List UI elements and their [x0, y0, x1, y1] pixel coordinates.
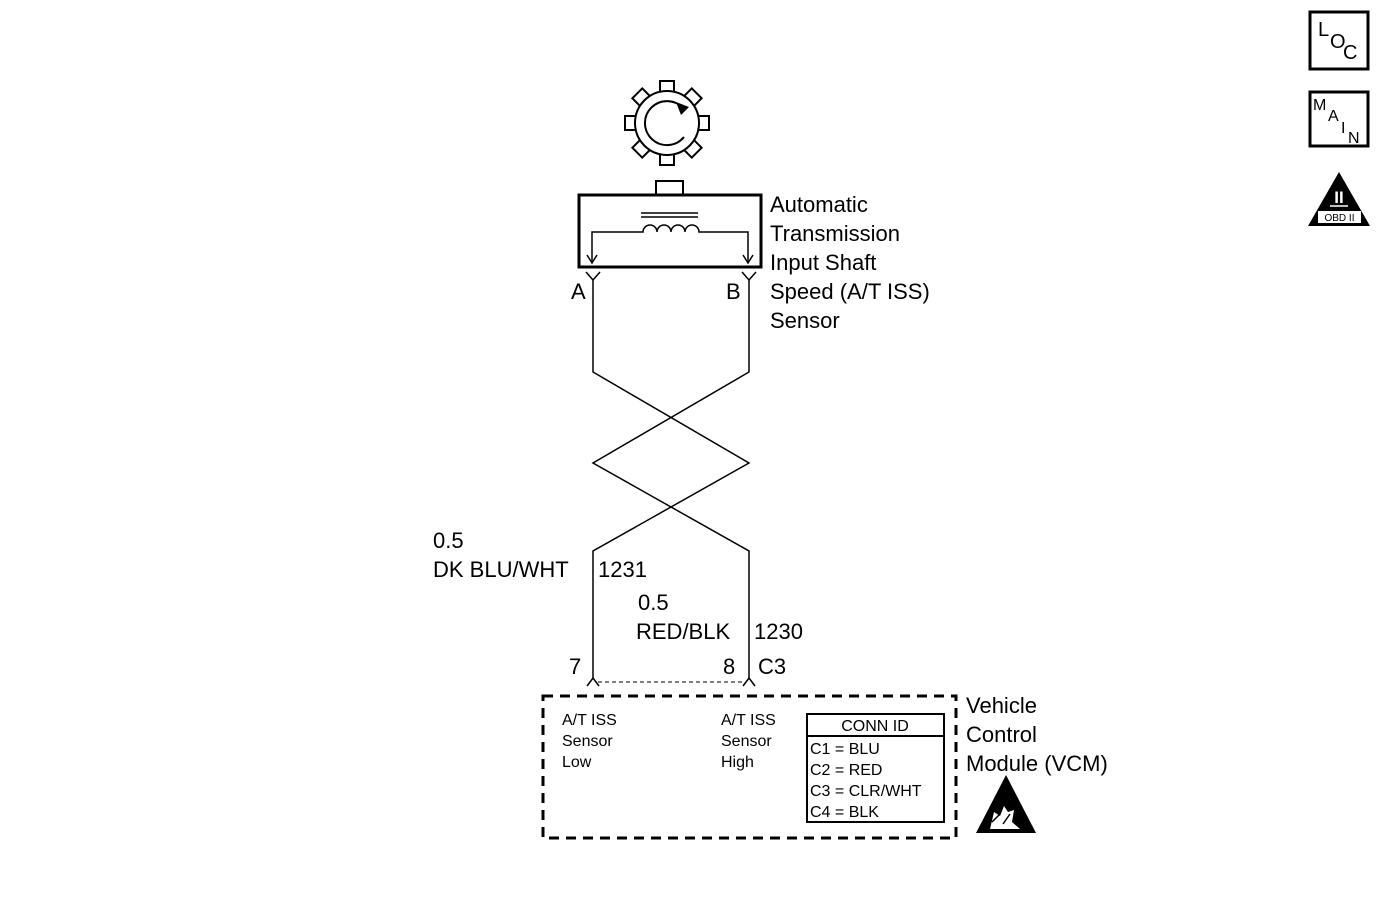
conn-id-row: C3 = CLR/WHT [810, 783, 922, 800]
svg-text:Low: Low [562, 754, 592, 771]
wire-label-1230: 0.5 RED/BLK 1230 [636, 590, 803, 644]
sensor-pin-b: B [726, 279, 741, 304]
reluctor-wheel-icon [624, 80, 710, 166]
svg-text:Speed (A/T ISS): Speed (A/T ISS) [770, 279, 930, 304]
svg-text:Input Shaft: Input Shaft [770, 250, 876, 275]
svg-text:DK BLU/WHT: DK BLU/WHT [433, 557, 569, 582]
main-letter-m: M [1313, 97, 1326, 114]
svg-text:High: High [721, 754, 754, 771]
connector-pin-7: 7 [569, 654, 581, 679]
svg-text:A/T ISS: A/T ISS [721, 712, 776, 729]
esd-sensitive-icon [976, 775, 1036, 833]
wire-1231 [592, 280, 751, 678]
main-nav-button[interactable]: M A I N [1308, 90, 1370, 148]
wire-1230 [591, 280, 750, 678]
svg-text:Vehicle: Vehicle [966, 693, 1037, 718]
obd-label: OBD II [1324, 213, 1354, 224]
conn-id-table: CONN ID C1 = BLU C2 = RED C3 = CLR/WHT C… [806, 713, 945, 823]
vcm-input-high: A/T ISS Sensor High [721, 712, 776, 771]
connector-pin-8-terminal [742, 676, 756, 687]
connector-pin-8: 8 [723, 654, 735, 679]
main-letter-i: I [1341, 120, 1345, 137]
conn-id-row: C1 = BLU [810, 741, 880, 758]
sensor-pin-b-terminal [741, 271, 757, 282]
svg-text:Module (VCM): Module (VCM) [966, 751, 1108, 776]
svg-text:Sensor: Sensor [770, 308, 840, 333]
vcm-input-low: A/T ISS Sensor Low [562, 712, 617, 771]
svg-text:Control: Control [966, 722, 1037, 747]
wire-label-1231: 0.5 DK BLU/WHT 1231 [433, 528, 647, 582]
connector-id: C3 [758, 654, 786, 679]
obd-roman-numeral: II [1334, 188, 1343, 207]
conn-id-row: C4 = BLK [810, 804, 879, 821]
obd-ii-icon[interactable]: II OBD II [1308, 172, 1370, 226]
loc-letter-l: L [1318, 19, 1329, 41]
loc-nav-button[interactable]: L O C [1308, 10, 1370, 71]
loc-letter-o: O [1330, 31, 1346, 53]
svg-text:1231: 1231 [598, 557, 647, 582]
svg-text:Sensor: Sensor [721, 733, 772, 750]
svg-text:0.5: 0.5 [433, 528, 464, 553]
vcm-module-name: Vehicle Control Module (VCM) [966, 693, 1108, 776]
sensor-body [577, 180, 763, 269]
loc-letter-c: C [1343, 42, 1357, 64]
svg-text:1230: 1230 [754, 619, 803, 644]
sensor-name: Automatic Transmission Input Shaft Speed… [770, 192, 930, 333]
svg-text:RED/BLK: RED/BLK [636, 619, 730, 644]
connector-pin-7-terminal [586, 676, 600, 687]
svg-text:Automatic: Automatic [770, 192, 868, 217]
vcm-module-box [541, 694, 958, 840]
svg-text:0.5: 0.5 [638, 590, 669, 615]
sensor-pin-a-terminal [585, 271, 601, 282]
main-letter-n: N [1348, 130, 1360, 147]
conn-id-header: CONN ID [841, 718, 909, 735]
conn-id-row: C2 = RED [810, 762, 882, 779]
svg-text:A/T ISS: A/T ISS [562, 712, 617, 729]
sensor-pin-a: A [571, 279, 586, 304]
svg-text:Transmission: Transmission [770, 221, 900, 246]
svg-text:Sensor: Sensor [562, 733, 613, 750]
main-letter-a: A [1328, 108, 1339, 125]
